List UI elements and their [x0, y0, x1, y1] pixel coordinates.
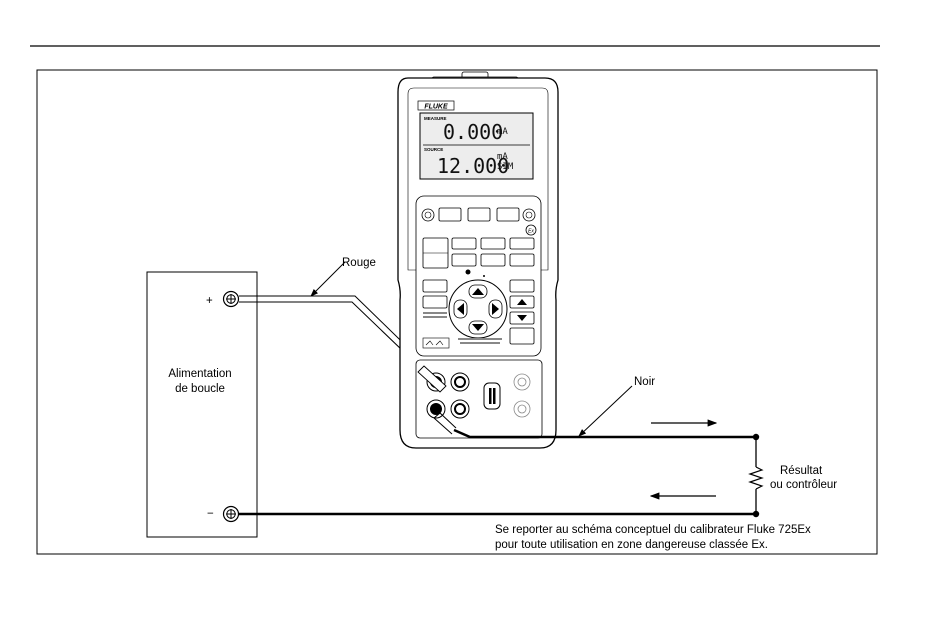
- jack-aux-top: [514, 374, 530, 390]
- red-lead-pointer: [311, 262, 345, 296]
- measure-unit: mA: [497, 127, 508, 137]
- minus-terminal-icon: [224, 507, 239, 522]
- loop-supply: Alimentation de boucle + −: [147, 272, 257, 537]
- key-row1-b: [481, 238, 505, 249]
- key-top-2: [468, 208, 490, 221]
- brand-logo: FLUKE: [424, 104, 448, 111]
- jack-aux-bottom: [514, 401, 530, 417]
- key-top-1: [439, 208, 461, 221]
- source-mode: SIM: [497, 162, 514, 172]
- model-badge: [423, 338, 449, 348]
- source-unit: mA: [497, 152, 508, 162]
- recorder-icon: [466, 270, 471, 275]
- load-resistor: Résultat ou contrôleur: [750, 434, 837, 517]
- plus-terminal-icon: [224, 292, 239, 307]
- power-button: [422, 209, 434, 221]
- fluke-calibrator: FLUKE MEASURE 0.000 mA SOURCE 12.000 mA …: [398, 72, 558, 448]
- key-left-1: [423, 280, 447, 292]
- key-top-3: [497, 208, 519, 221]
- loop-supply-label-line2: de boucle: [175, 383, 225, 395]
- black-lead-pointer: [579, 386, 632, 436]
- key-row1-a: [452, 238, 476, 249]
- svg-text:Ex: Ex: [528, 229, 534, 235]
- red-lead-label: Rouge: [342, 257, 376, 269]
- thermocouple-connector: [484, 383, 500, 409]
- measure-reading: 0.000: [443, 120, 503, 144]
- backlight-button: [523, 209, 535, 221]
- key-right-1: [510, 280, 534, 292]
- loop-supply-label-line1: Alimentation: [168, 368, 231, 380]
- loop-supply-box: [147, 272, 257, 537]
- key-row2-c: [510, 254, 534, 266]
- node-top: [753, 434, 759, 440]
- black-lead-label: Noir: [634, 376, 655, 388]
- load-label-line2: ou contrôleur: [770, 479, 837, 491]
- key-row2-b: [481, 254, 505, 266]
- jack-panel: [416, 360, 542, 438]
- load-label-line1: Résultat: [780, 465, 823, 477]
- hazard-note-line2: pour toute utilisation en zone dangereus…: [495, 539, 768, 551]
- resistor-icon: [750, 467, 762, 489]
- key-row2-a: [452, 254, 476, 266]
- hazard-note-line1: Se reporter au schéma conceptuel du cali…: [495, 524, 811, 536]
- minus-sign: −: [207, 508, 214, 520]
- navigation-pad: [449, 280, 507, 338]
- plus-sign: +: [206, 295, 213, 307]
- key-left-2: [423, 296, 447, 308]
- key-row1-c: [510, 238, 534, 249]
- key-right-large: [510, 328, 534, 344]
- source-label: SOURCE: [424, 147, 443, 152]
